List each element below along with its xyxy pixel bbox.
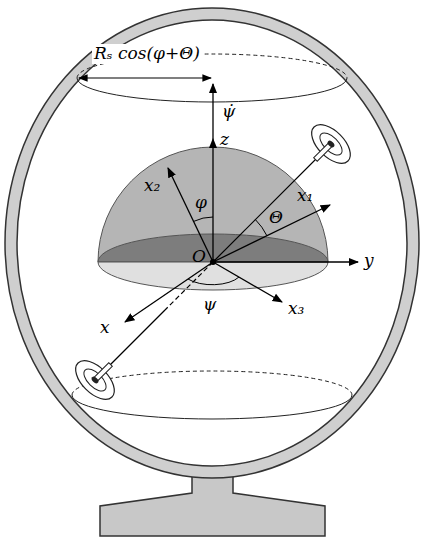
dimension-label: Rₛ cos(φ+Θ) bbox=[92, 44, 202, 64]
axis-label: x₃ bbox=[288, 299, 304, 319]
axis-label: Θ bbox=[269, 208, 283, 228]
axis-label: O bbox=[192, 247, 206, 267]
axis-label: x bbox=[100, 318, 110, 338]
axis-label: φ bbox=[195, 193, 207, 213]
axis-label: ψ̇ bbox=[222, 102, 235, 122]
axis-label: z bbox=[220, 130, 229, 150]
axis-label: x₁ bbox=[297, 186, 313, 206]
axis-label: y bbox=[364, 251, 374, 271]
axis-label: x₂ bbox=[144, 176, 160, 196]
axis-label: ψ bbox=[203, 295, 216, 315]
